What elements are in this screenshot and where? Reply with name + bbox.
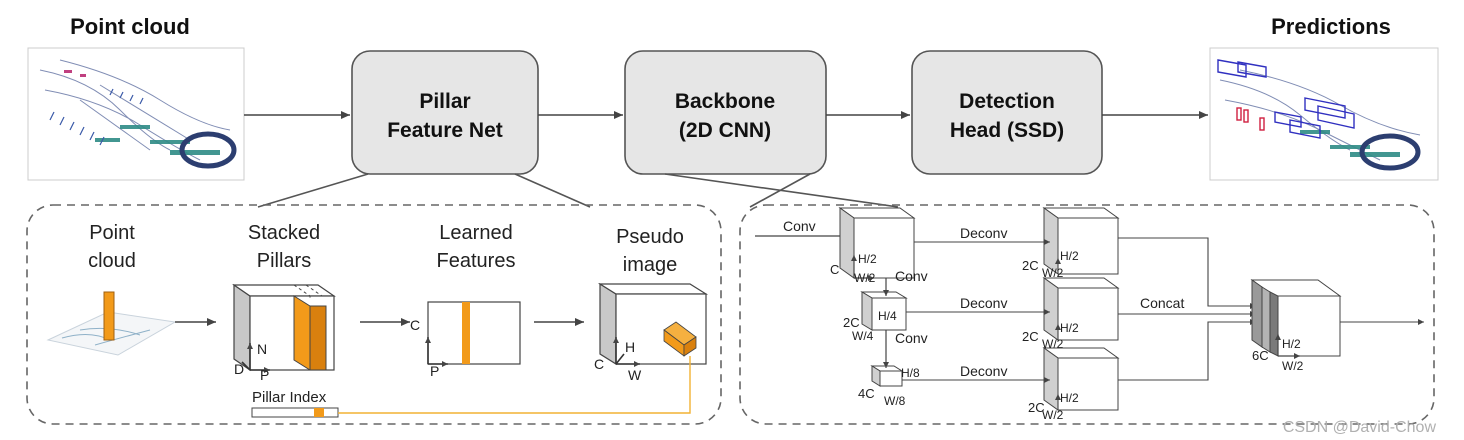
axis-N-label: N xyxy=(257,341,267,357)
pillar-index-marker xyxy=(314,408,324,417)
learned-features-plane xyxy=(425,301,521,367)
block3-w-label: W/8 xyxy=(884,394,906,408)
point-cloud-image xyxy=(27,47,245,181)
backbone-box xyxy=(624,50,827,175)
learned-axis-P-label: P xyxy=(430,363,439,379)
conv-label-input: Conv xyxy=(783,218,816,234)
backbone-label-1: Backbone xyxy=(675,90,775,113)
stacked-pillars-cube xyxy=(232,283,336,373)
concat-c-label: 6C xyxy=(1252,348,1269,363)
out1-h-label: H/2 xyxy=(1060,249,1079,263)
deconv-label-1: Deconv xyxy=(960,225,1007,241)
axis-P-label: P xyxy=(260,367,269,383)
out2-c-label: 2C xyxy=(1022,329,1039,344)
out1-c-label: 2C xyxy=(1022,258,1039,273)
predictions-title: Predictions xyxy=(1271,14,1391,39)
predictions-image xyxy=(1209,47,1439,181)
axis-D-label: D xyxy=(234,361,244,377)
pseudo-axis-C-label: C xyxy=(594,356,604,372)
zoom-connectors xyxy=(257,173,899,208)
pseudo-image-label-2: image xyxy=(623,254,677,276)
concat-w-label: W/2 xyxy=(1282,359,1304,373)
out3-w-label: W/2 xyxy=(1042,408,1064,422)
pillar-index-label: Pillar Index xyxy=(252,389,327,406)
backbone-label-2: (2D CNN) xyxy=(679,119,771,142)
detection-head-label-2: Head (SSD) xyxy=(950,119,1064,142)
block3-c-label: 4C xyxy=(858,386,875,401)
watermark: CSDN @David-Chow xyxy=(1283,419,1437,436)
backbone-network xyxy=(755,207,1424,411)
pfn-detail-panel xyxy=(26,204,722,425)
learned-features-label-1: Learned xyxy=(439,222,512,244)
pfn-point-cloud-plane xyxy=(46,291,177,356)
concat-h-label: H/2 xyxy=(1282,337,1301,351)
block1-w-label: W/2 xyxy=(854,271,876,285)
block3-h-label: H/8 xyxy=(901,366,920,380)
pseudo-axis-H-label: H xyxy=(625,339,635,355)
block1-c-label: C xyxy=(830,262,839,277)
pfn-pillar xyxy=(103,291,115,341)
pillar-index-link xyxy=(338,356,691,414)
pillar-feature-net-label-1: Pillar xyxy=(419,90,470,113)
point-cloud-title: Point cloud xyxy=(70,14,190,39)
stacked-pillars-label-2: Pillars xyxy=(257,250,311,272)
stacked-pillars-label-1: Stacked xyxy=(248,222,320,244)
pillar-feature-net-label-2: Feature Net xyxy=(387,119,503,142)
out2-w-label: W/2 xyxy=(1042,337,1064,351)
pfn-point-cloud-label-1: Point xyxy=(89,222,135,244)
backbone-detail-panel xyxy=(739,204,1435,425)
pillar-index-bar xyxy=(251,407,339,418)
conv-label-1: Conv xyxy=(895,268,928,284)
pillar-feature-net-box xyxy=(351,50,539,175)
block2-h-label: H/4 xyxy=(878,309,897,323)
out3-h-label: H/2 xyxy=(1060,391,1079,405)
concat-label: Concat xyxy=(1140,295,1184,311)
block1-h-label: H/2 xyxy=(858,252,877,266)
out3-c-label: 2C xyxy=(1028,400,1045,415)
learned-features-label-2: Features xyxy=(437,250,516,272)
deconv-label-3: Deconv xyxy=(960,363,1007,379)
deconv-label-2: Deconv xyxy=(960,295,1007,311)
learned-axis-C-label: C xyxy=(410,317,420,333)
detection-head-box xyxy=(911,50,1103,175)
block2-w-label: W/4 xyxy=(852,329,874,343)
conv-label-2: Conv xyxy=(895,330,928,346)
pfn-point-cloud-label-2: cloud xyxy=(88,250,136,272)
out2-h-label: H/2 xyxy=(1060,321,1079,335)
block2-c-label: 2C xyxy=(843,315,860,330)
pseudo-image-label-1: Pseudo xyxy=(616,226,684,248)
pseudo-image-cube xyxy=(597,282,709,367)
detection-head-label-1: Detection xyxy=(959,90,1055,113)
out1-w-label: W/2 xyxy=(1042,266,1064,280)
pseudo-axis-W-label: W xyxy=(628,367,642,383)
